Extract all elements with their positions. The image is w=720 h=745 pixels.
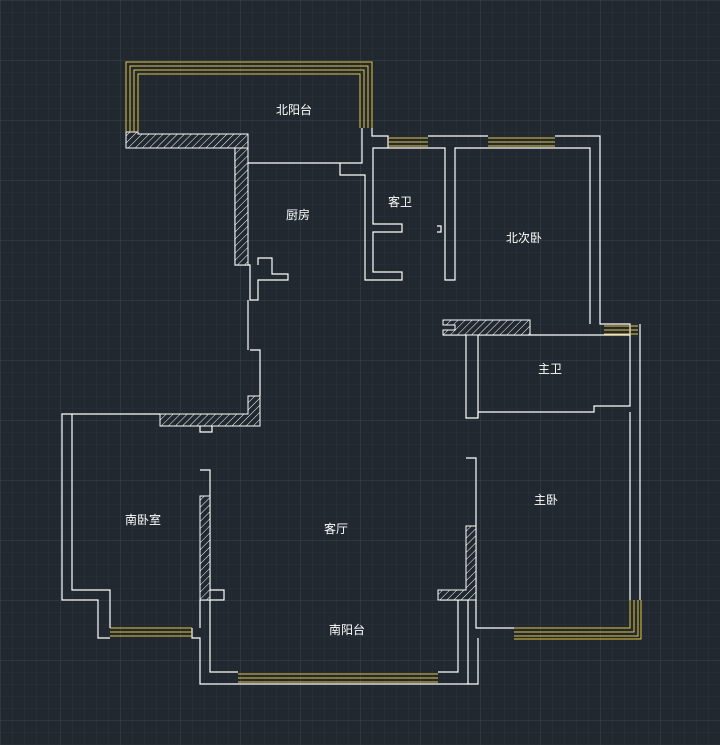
wall-south-balcony <box>191 628 468 685</box>
label-master-bath: 主卫 <box>538 362 562 376</box>
wall-north-balcony <box>248 128 363 164</box>
label-living-room: 客厅 <box>324 521 348 536</box>
wall-north-top-3 <box>443 135 631 419</box>
wall-living-west-col <box>250 349 261 396</box>
label-north-second-bedroom: 北次卧 <box>506 231 542 245</box>
label-north-balcony: 北阳台 <box>276 102 312 117</box>
wall-south-balcony-inner <box>209 600 238 673</box>
hatch-living-north <box>159 395 261 427</box>
hatch-kitchen-column <box>234 147 249 266</box>
wall-master-bath <box>477 335 631 418</box>
hatch-master-bedroom-wall <box>437 525 477 601</box>
wall-guest-bath-top <box>339 147 440 281</box>
window-north-balcony-4 <box>137 73 361 132</box>
label-guest-bath: 客卫 <box>388 194 412 209</box>
label-master-bedroom: 主卧 <box>534 493 558 507</box>
wall-guest-bath-east <box>437 225 442 233</box>
label-south-bedroom: 南卧室 <box>125 512 161 527</box>
wall-south-bedroom-outer <box>61 413 160 639</box>
label-south-balcony: 南阳台 <box>329 622 365 637</box>
window-north-balcony <box>125 61 373 132</box>
wall-north-bedroom-west <box>440 147 591 324</box>
window-master-bedroom-1 <box>514 600 631 629</box>
hatch-north-bedroom-south <box>442 319 531 336</box>
wall-living-north <box>199 426 213 433</box>
wall-south-bedroom-inner <box>71 414 111 628</box>
window-master-bedroom-3 <box>514 600 639 637</box>
room-labels: 北阳台 厨房 客卫 北次卧 主卫 主卧 南卧室 客厅 南阳台 <box>125 102 562 637</box>
window-master-bedroom-4 <box>514 600 642 640</box>
window-master-bedroom-2 <box>514 600 635 633</box>
hatch-south-bedroom-wall <box>199 495 211 601</box>
window-north-balcony-2 <box>129 65 369 132</box>
walls <box>61 128 641 685</box>
windows <box>110 61 642 683</box>
window-north-balcony-3 <box>133 69 365 132</box>
label-kitchen: 厨房 <box>286 207 310 222</box>
wall-south-balcony-inner-2 <box>438 600 459 673</box>
structural-walls <box>125 131 531 601</box>
